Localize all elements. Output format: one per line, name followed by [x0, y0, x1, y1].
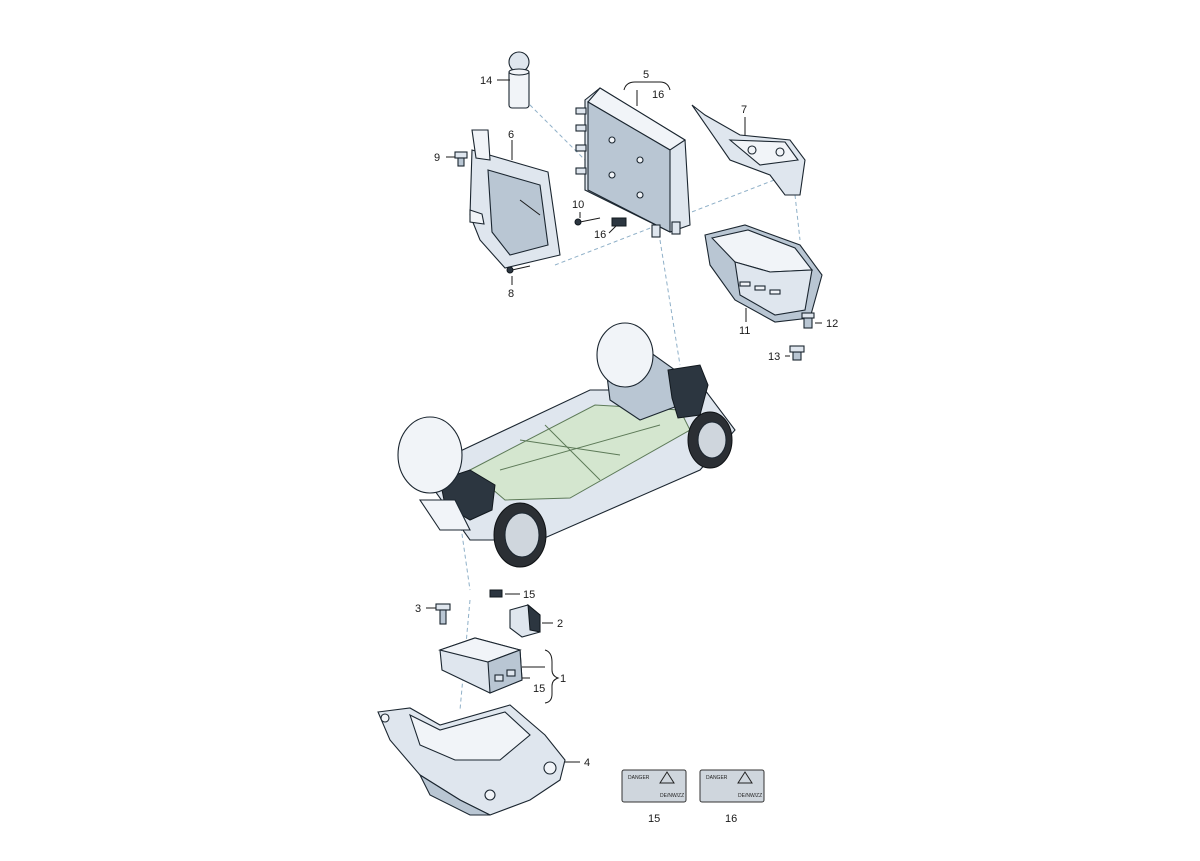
part-14-cylinder [508, 51, 530, 109]
part-3-screw [435, 603, 451, 625]
callout-15-label: 15 [648, 813, 660, 825]
callout-15-top: 15 [523, 589, 535, 601]
label-16-code: DE/NW/ZZ [738, 793, 762, 799]
warning-label-16: DANGER DE/NW/ZZ [699, 769, 765, 803]
label-16-warning-word: DANGER [706, 775, 728, 781]
callout-7: 7 [741, 104, 747, 116]
callout-6: 6 [508, 129, 514, 141]
assembly-guide-lines [459, 94, 801, 711]
callout-16-top: 16 [652, 89, 664, 101]
callout-3: 3 [415, 603, 421, 615]
part-5-control-unit [575, 87, 691, 238]
callout-8: 8 [508, 288, 514, 300]
callout-15-mid: 15 [533, 683, 545, 695]
callout-12: 12 [826, 318, 838, 330]
part-9-screw [454, 151, 468, 167]
part-16-label-chip [611, 217, 627, 227]
part-11-cover [704, 224, 823, 323]
label-15-code: DE/NW/ZZ [660, 793, 684, 799]
part-2-connector [509, 603, 541, 638]
part-12-bolt [801, 312, 815, 329]
callout-13: 13 [768, 351, 780, 363]
callout-11: 11 [739, 325, 750, 337]
part-13-bolt [789, 345, 805, 361]
part-15-label-chip [489, 589, 503, 598]
callout-4: 4 [584, 757, 590, 769]
part-8-screw [506, 265, 531, 274]
callout-1: 1 [560, 673, 566, 685]
part-10-screw [574, 217, 601, 226]
part-4-subframe [377, 704, 566, 816]
label-15-warning-word: DANGER [628, 775, 650, 781]
part-6-bracket [469, 129, 561, 269]
leader-lines [426, 79, 822, 763]
part-1-charger-unit [438, 637, 523, 694]
callout-16-label: 16 [725, 813, 737, 825]
callout-2: 2 [557, 618, 563, 630]
callout-numbers: 14 6 9 5 16 7 10 16 8 11 12 13 15 2 3 1 … [415, 69, 838, 825]
callout-5: 5 [643, 69, 649, 81]
callout-14: 14 [480, 75, 492, 87]
callout-16-mid: 16 [594, 229, 606, 241]
warning-label-15: DANGER DE/NW/ZZ [621, 769, 687, 803]
callout-10: 10 [572, 199, 584, 211]
callout-9: 9 [434, 152, 440, 164]
vehicle-chassis [397, 322, 736, 568]
part-7-shield [691, 104, 806, 196]
